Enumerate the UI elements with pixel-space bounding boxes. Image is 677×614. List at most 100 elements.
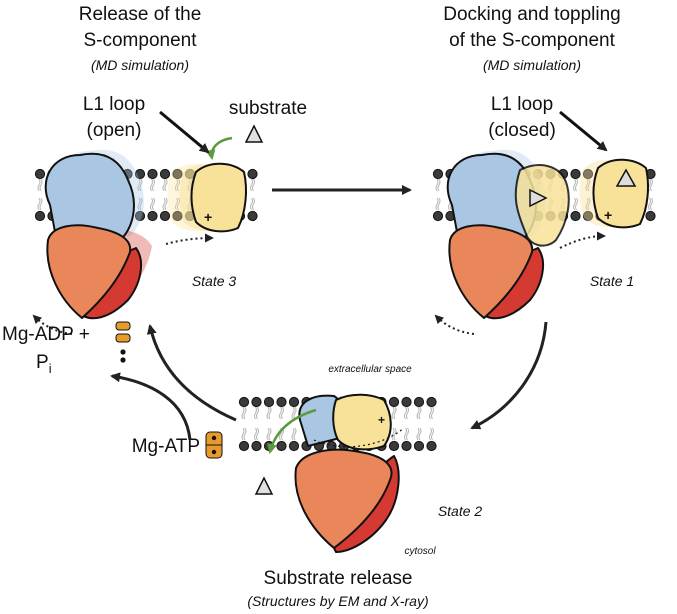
lipid-tail xyxy=(403,427,408,441)
substrate-binding-arrow xyxy=(205,136,233,160)
title-state1-line2: of the S-component xyxy=(449,30,616,51)
lipid-head xyxy=(147,210,158,222)
lipid-head xyxy=(34,210,46,222)
lipid-tail xyxy=(391,427,395,441)
lipid-tail xyxy=(151,197,156,211)
lipid-tail xyxy=(39,178,43,192)
lipid-tail xyxy=(574,197,579,211)
lipid-tail xyxy=(253,427,258,441)
lipid-head xyxy=(172,210,183,222)
lipid-tail xyxy=(587,197,591,211)
lipid-tail xyxy=(430,406,435,420)
lipid-tail xyxy=(428,406,433,420)
lipid-tail xyxy=(251,197,256,211)
lipid-head xyxy=(276,440,287,452)
svg-text:+: + xyxy=(378,413,385,427)
lipid-tail xyxy=(430,427,435,441)
state3-label: State 3 xyxy=(192,273,237,289)
lipid-head xyxy=(570,210,581,222)
lipid-tail xyxy=(280,406,285,420)
svg-text:+: + xyxy=(604,207,612,223)
lipid-tail xyxy=(241,427,245,441)
state2-protein: + xyxy=(294,393,405,553)
lipid-tail xyxy=(278,406,283,420)
lipid-head xyxy=(34,168,46,180)
l1-open-label-line2: (open) xyxy=(87,120,142,141)
state1-label: State 1 xyxy=(590,273,634,289)
lipid-tail xyxy=(291,427,295,441)
lipid-tail xyxy=(403,406,408,420)
lipid-head xyxy=(388,396,400,408)
lipid-head xyxy=(159,210,171,222)
substrate-label: substrate xyxy=(229,98,307,119)
lipid-head xyxy=(251,440,262,452)
atp-nucleotide-icon xyxy=(205,431,223,459)
lipid-tail xyxy=(574,178,579,192)
lipid-tail xyxy=(418,427,422,441)
lipid-tail xyxy=(241,406,245,420)
lipid-head xyxy=(401,440,412,452)
lipid-tail xyxy=(293,406,297,420)
lipid-tail xyxy=(266,406,270,420)
lipid-tail xyxy=(255,427,260,441)
cycle-arrow-2-to-3 xyxy=(146,324,237,422)
lipid-head xyxy=(413,396,425,408)
extracellular-label: extracellular space xyxy=(328,364,412,375)
lipid-head xyxy=(432,168,444,180)
lipid-tail xyxy=(291,406,295,420)
state3-s-component xyxy=(190,162,247,233)
state1-s-component xyxy=(592,158,649,229)
l1-closed-label-line2: (closed) xyxy=(488,120,556,141)
lipid-tail xyxy=(572,178,577,192)
lipid-tail xyxy=(149,197,154,211)
substrate-triangle-top xyxy=(244,124,264,143)
motion-arrow-s3-right xyxy=(165,233,214,245)
lipid-tail xyxy=(405,406,410,420)
lipid-tail xyxy=(162,197,166,211)
lipid-tail xyxy=(253,406,258,420)
lipid-tail xyxy=(151,178,156,192)
state1-protein: + xyxy=(446,149,649,320)
mg-atp-label: Mg-ATP xyxy=(132,436,200,457)
lipid-tail xyxy=(572,197,577,211)
cytosol-label: cytosol xyxy=(404,546,436,557)
lipid-tail xyxy=(437,197,441,211)
method-state1: (MD simulation) xyxy=(483,57,581,73)
lipid-tail xyxy=(39,197,43,211)
lipid-tail xyxy=(405,427,410,441)
lipid-head xyxy=(582,168,594,180)
lipid-tail xyxy=(243,406,247,420)
lipid-tail xyxy=(437,178,441,192)
lipid-head xyxy=(238,440,250,452)
lipid-tail xyxy=(649,178,654,192)
cycle-arrow-1-to-2 xyxy=(470,321,548,430)
lipid-tail xyxy=(585,178,589,192)
lipid-head xyxy=(388,440,400,452)
lipid-tail xyxy=(162,178,166,192)
motion-arrow-s1-left xyxy=(434,314,475,335)
lipid-head xyxy=(276,396,287,408)
lipid-tail xyxy=(176,178,181,192)
lipid-tail xyxy=(416,427,420,441)
lipid-head xyxy=(134,210,146,222)
l1-closed-arrow xyxy=(559,110,608,152)
state3-protein: + xyxy=(44,149,247,320)
lipid-tail xyxy=(435,178,439,192)
lipid-tail xyxy=(243,427,247,441)
pi-label: Pi xyxy=(36,352,52,376)
state2-label: State 2 xyxy=(438,503,483,519)
substrate-release-arrow xyxy=(267,408,317,454)
lipid-head xyxy=(238,396,250,408)
lipid-tail xyxy=(164,197,168,211)
lipid-tail xyxy=(249,178,254,192)
lipid-tail xyxy=(137,178,141,192)
method-state2: (Structures by EM and X-ray) xyxy=(247,593,428,609)
state3-nbd-orange xyxy=(46,224,132,319)
lipid-head xyxy=(134,168,146,180)
lipid-head xyxy=(645,210,656,222)
lipid-tail xyxy=(164,178,168,192)
title-state2: Substrate release xyxy=(264,568,413,589)
lipid-tail xyxy=(393,427,397,441)
lipid-tail xyxy=(37,178,41,192)
